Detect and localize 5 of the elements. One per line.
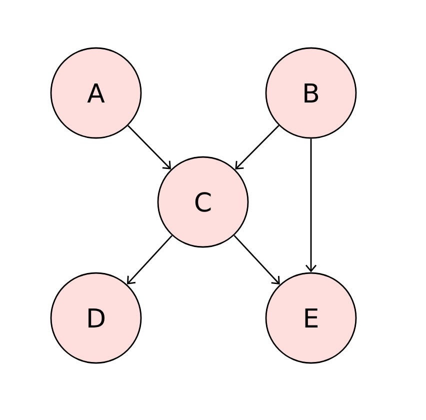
- arrow: [126, 235, 173, 284]
- arrow: [234, 234, 280, 285]
- arrow: [305, 138, 317, 272]
- arrow: [128, 125, 171, 170]
- arrow: [235, 124, 280, 170]
